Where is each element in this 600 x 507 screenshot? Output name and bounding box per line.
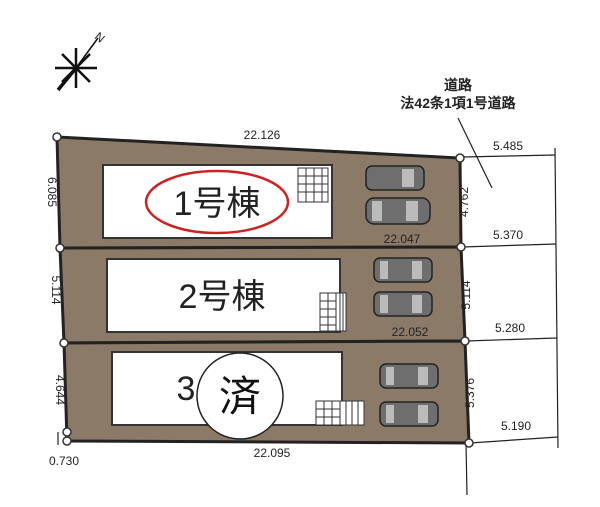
dim-right-lot2: 5.114 (459, 280, 473, 309)
car-icon (365, 165, 425, 191)
dim-right-lot3: 5.376 (463, 378, 477, 408)
sold-stamp (196, 352, 284, 440)
dim-bottom: 22.095 (254, 446, 291, 460)
sold-stamp-text: 済 (219, 373, 261, 420)
lot-3-label: 3 (177, 370, 196, 408)
car-icon (373, 291, 433, 317)
car-icon (379, 401, 439, 427)
dim-road-3: 5.280 (495, 321, 525, 335)
compass-star-icon (55, 37, 99, 92)
dim-left-lot1: 6.085 (45, 177, 59, 207)
boundary-points (52, 132, 474, 448)
car-icon (379, 363, 439, 389)
dim-road-1: 5.485 (493, 139, 523, 153)
road-dimension-lines (57, 147, 559, 496)
house-1-footprint (102, 164, 333, 239)
house-2-footprint (106, 258, 341, 333)
highlight-ellipse (144, 169, 290, 235)
deck-grid-icons (297, 167, 365, 426)
dim-road-4: 5.190 (501, 419, 531, 433)
dim-right-lot1: 4.762 (457, 187, 471, 217)
car-icon (373, 257, 433, 283)
dim-road-2: 5.370 (493, 228, 523, 242)
dim-left-lot2: 5.114 (49, 275, 63, 304)
dim-lot1-bottom: 22.047 (384, 232, 421, 246)
dim-left-lot3: 4.644 (53, 375, 67, 405)
road-label: 道路 (444, 77, 473, 93)
road-leader-line (457, 117, 493, 189)
car-icons (365, 165, 439, 427)
lot-2-label: 2号棟 (179, 278, 266, 316)
dim-top: 22.126 (244, 128, 281, 142)
car-icon (365, 197, 431, 225)
dim-lot2-bottom: 22.052 (392, 325, 429, 339)
lot-1-label: 1号棟 (174, 185, 261, 223)
dim-corner-offset: 0.730 (49, 454, 79, 468)
road-type-label: 法42条1項1号道路 (400, 95, 516, 111)
